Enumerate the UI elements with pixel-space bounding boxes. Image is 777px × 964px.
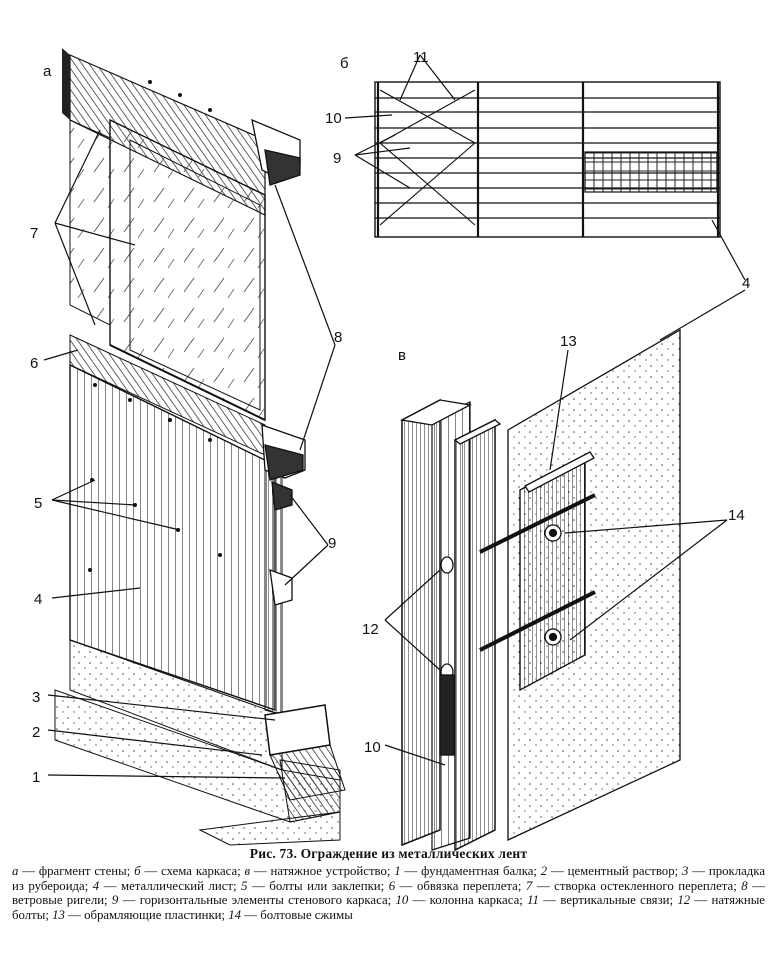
caption-item-key: 3 <box>682 864 689 878</box>
callout-3: 3 <box>32 689 40 706</box>
caption-item-text: — ветровые ригели; <box>12 878 766 908</box>
caption-title: Рис. 73. Ограждение из металлических лен… <box>249 846 528 861</box>
caption-item: 10 — колонна каркаса; <box>395 893 527 907</box>
caption-item-text: — обвязка переплета; <box>395 878 526 893</box>
caption-item-key: 4 <box>92 878 100 893</box>
caption-item-key: 14 <box>228 907 242 922</box>
figure-drawing: а б в 7 6 5 4 3 2 1 8 9 11 10 9 4 13 14 … <box>30 48 750 852</box>
caption-item: 8 — ветровые ригели; <box>12 879 765 908</box>
callout-2: 2 <box>32 724 40 741</box>
caption-item: 2 — цементный раствор; <box>541 864 682 878</box>
caption-item-key: 10 <box>395 893 409 908</box>
caption-item: 4 — металлический лист; <box>93 879 241 893</box>
callout-11: 11 <box>413 49 429 66</box>
caption-item-text: — фрагмент стены; <box>18 864 135 878</box>
caption-item: 11 — вертикальные связи; <box>527 893 677 907</box>
panel-v-tension-device <box>399 328 681 852</box>
callout-9a: 9 <box>328 535 336 552</box>
caption-item-key: б <box>134 864 141 878</box>
callout-10b: 10 <box>364 739 381 756</box>
panel-b-frame-scheme <box>374 81 721 238</box>
caption-item-key: 12 <box>677 893 691 908</box>
caption-item-text: — горизонтальные элементы стенового карк… <box>118 893 396 908</box>
caption-item-key: 13 <box>52 907 65 922</box>
caption-item-text: — цементный раствор; <box>547 864 682 878</box>
callout-9b: 9 <box>333 150 341 167</box>
caption-item-text: — болтовые сжимы <box>241 907 353 922</box>
caption-item: 6 — обвязка переплета; <box>389 879 526 893</box>
callout-12: 12 <box>362 621 379 638</box>
caption-item: в — натяжное устройство; <box>245 864 395 878</box>
callout-7: 7 <box>30 225 38 242</box>
caption-item-text: — прокладка из рубероида; <box>12 864 765 893</box>
caption-item: 14 — болтовые сжимы <box>228 908 353 922</box>
caption-item-text: — натяжное устройство; <box>250 864 395 878</box>
caption-item-key: а <box>12 864 19 878</box>
callout-numbers: 7 6 5 4 3 2 1 8 9 11 10 9 4 13 14 12 10 <box>30 49 750 786</box>
panel-a-wall-fragment <box>54 48 346 846</box>
callout-10a: 10 <box>325 110 342 127</box>
caption-item-text: — болты или заклепки; <box>247 878 389 893</box>
caption-item: а — фрагмент стены; <box>12 864 134 878</box>
caption-item: 5 — болты или заклепки; <box>241 879 389 893</box>
caption-item-key: 9 <box>111 893 119 908</box>
caption-item-text: — фундаментная балка; <box>400 864 541 878</box>
caption-item-text: — обрамляющие пластинки; <box>64 907 229 922</box>
callout-14: 14 <box>728 507 745 524</box>
caption-item-key: 5 <box>241 878 248 893</box>
callout-6: 6 <box>30 355 38 372</box>
caption-item-key: 6 <box>388 878 396 893</box>
caption-body: а — фрагмент стены; б — схема каркаса; в… <box>12 864 765 922</box>
caption-item-text: — колонна каркаса; <box>408 893 528 908</box>
caption-item-key: 7 <box>525 878 533 893</box>
caption-item-key: 2 <box>540 864 548 878</box>
callout-1: 1 <box>32 769 40 786</box>
callout-8: 8 <box>334 329 342 346</box>
panel-v-leaders <box>384 289 746 766</box>
figure-caption: Рис. 73. Ограждение из металлических лен… <box>0 846 777 922</box>
panel-b-leaders <box>344 54 746 281</box>
callout-4b: 4 <box>742 275 750 292</box>
caption-item-text: — створка остекленного переплета; <box>532 878 742 893</box>
caption-item-text: — натяжные болты; <box>12 893 765 922</box>
caption-item: 9 — горизонтальные элементы стенового ка… <box>112 893 396 907</box>
panel-letters: а б в <box>43 55 406 364</box>
caption-item: 3 — прокладка из рубероида; <box>12 864 765 893</box>
caption-item-text: — металлический лист; <box>99 878 242 893</box>
caption-item-text: — вертикальные связи; <box>538 893 678 908</box>
panel-label-a: а <box>43 63 52 80</box>
panel-label-v: в <box>398 347 406 364</box>
panel-label-b: б <box>340 55 349 72</box>
caption-item: б — схема каркаса; <box>134 864 244 878</box>
caption-item-key: 8 <box>741 878 748 893</box>
caption-item-key: 1 <box>394 864 401 878</box>
caption-item: 12 — натяжные болты; <box>12 893 765 922</box>
caption-item: 7 — створка остекленного переплета; <box>526 879 741 893</box>
panel-a-leaders <box>43 129 336 779</box>
caption-item: 1 — фундаментная балка; <box>394 864 541 878</box>
callout-5: 5 <box>34 495 42 512</box>
callout-13: 13 <box>560 333 577 350</box>
callout-4a: 4 <box>34 591 42 608</box>
caption-item-key: в <box>244 864 251 878</box>
caption-item: 13 — обрамляющие пластинки; <box>52 908 228 922</box>
caption-item-text: — схема каркаса; <box>140 864 245 878</box>
caption-item-key: 11 <box>527 893 539 908</box>
